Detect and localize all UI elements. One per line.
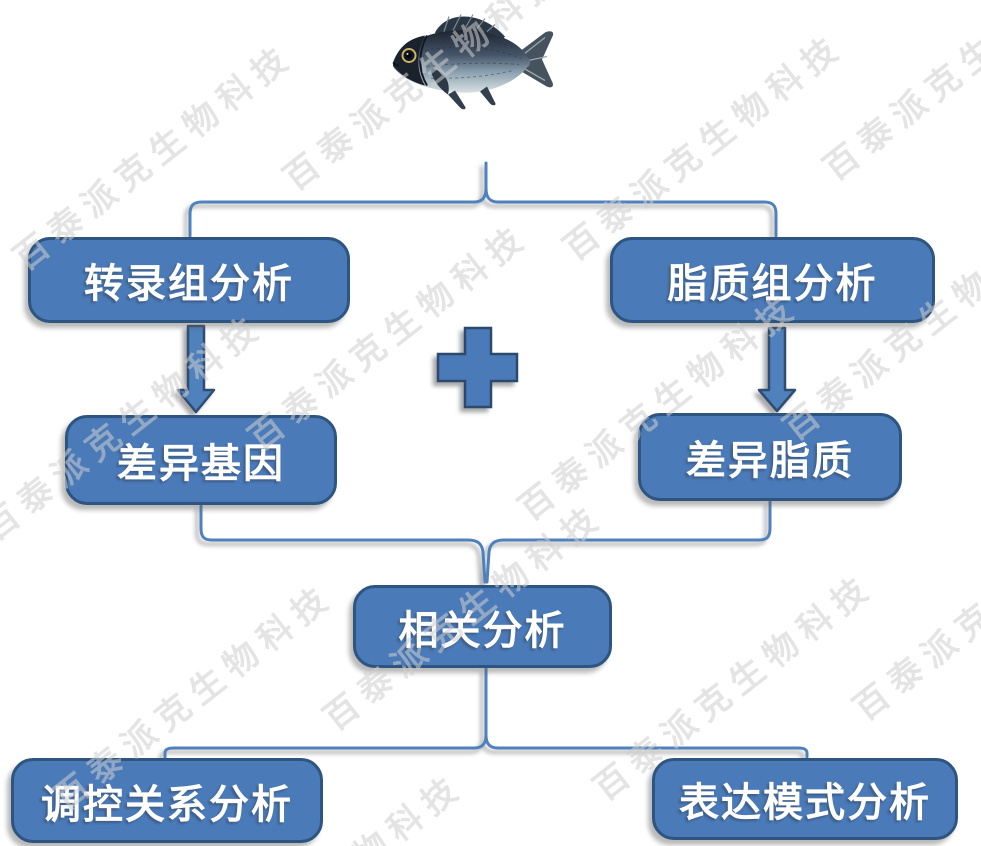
edge-difflipids-correlation: [485, 500, 772, 584]
watermark-text: 百泰派克生物科技: [816, 0, 981, 189]
node-lipidome: 脂质组分析: [610, 237, 935, 323]
node-label: 差异基因: [117, 441, 285, 487]
node-label: 相关分析: [398, 607, 567, 654]
edge-fish-lipidome: [484, 186, 778, 238]
node-label: 转录组分析: [84, 261, 294, 307]
fish-image: [385, 4, 565, 117]
node-correlation: 相关分析: [353, 585, 612, 668]
node-regulatory: 调控关系分析: [11, 758, 323, 843]
node-diff-genes: 差异基因: [65, 415, 337, 505]
arrow-transcriptome-diffgenes: [176, 324, 216, 414]
watermark-text: 百泰派克生物科技: [846, 485, 981, 729]
crucian-carp-icon: [392, 14, 554, 110]
node-label: 脂质组分析: [667, 261, 878, 307]
watermark-text: 百泰派克生物科技: [556, 25, 853, 269]
edge-correlation-expression: [484, 733, 809, 759]
node-expression: 表达模式分析: [652, 758, 958, 840]
edge-fish-transcriptome: [188, 186, 488, 238]
plus-icon: [436, 326, 519, 409]
edge-correlation-regulatory: [163, 733, 488, 759]
node-label: 差异脂质: [686, 438, 854, 484]
arrow-lipidome-difflipids: [757, 326, 797, 413]
node-diff-lipids: 差异脂质: [638, 413, 902, 501]
node-label: 表达模式分析: [679, 780, 931, 826]
node-label: 调控关系分析: [41, 781, 293, 828]
edge-diffgenes-correlation: [199, 504, 487, 584]
node-transcriptome: 转录组分析: [28, 237, 350, 323]
